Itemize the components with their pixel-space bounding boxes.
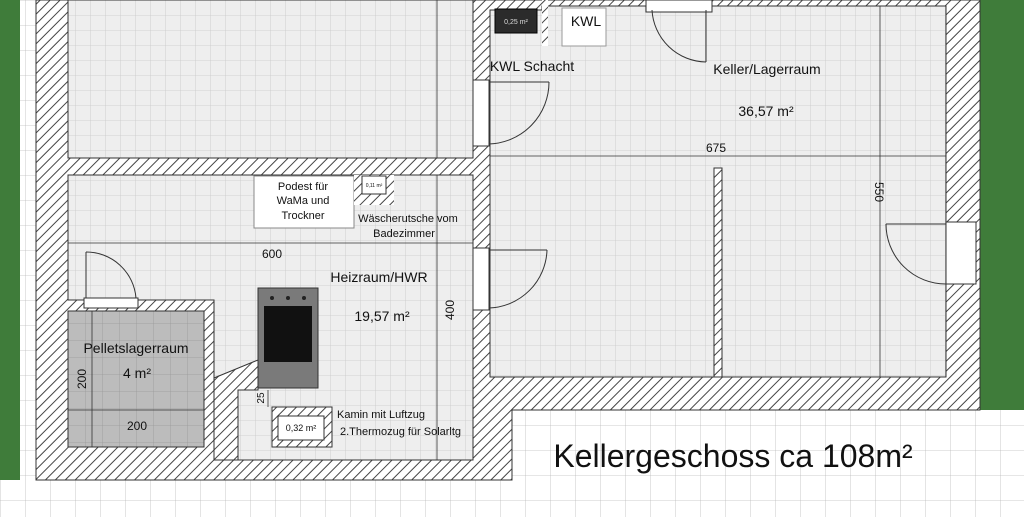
- boiler-icon: [257, 287, 319, 389]
- heiz-width-dim: 600: [262, 247, 282, 261]
- grass-area: [980, 0, 1024, 410]
- plan-title: Kellergeschoss ca 108m²: [553, 438, 913, 474]
- pellet-width-dim: 200: [127, 419, 147, 433]
- kwl-schacht-label: KWL Schacht: [490, 58, 574, 74]
- waesche-line-2: Badezimmer: [373, 228, 435, 240]
- kamin-line-2: 2.Thermozug für Solarltg: [340, 426, 461, 438]
- pellet-height-dim: 200: [75, 369, 89, 389]
- chimney-dim: 25: [256, 392, 267, 404]
- kamin-box-label: 0,32 m²: [286, 423, 317, 433]
- kwl-label: KWL: [571, 13, 602, 29]
- door-kwl-schacht[interactable]: [472, 79, 550, 147]
- keller-width-dim: 675: [706, 141, 726, 155]
- kamin-box: [277, 415, 325, 441]
- door-heizraum[interactable]: [472, 247, 548, 311]
- keller-name: Keller/Lagerraum: [713, 61, 820, 77]
- waesche-line-1: Wäscherutsche vom: [358, 213, 458, 225]
- wall-keller-divider: [713, 167, 723, 378]
- keller-height-dim: 550: [872, 182, 886, 202]
- podest-line-2: WaMa und: [277, 195, 330, 207]
- door-pellets[interactable]: [83, 251, 139, 309]
- pellets-area: 4 m²: [123, 365, 151, 381]
- pellets-name: Pelletslagerraum: [83, 340, 188, 356]
- floor-top-left: [67, 0, 474, 159]
- wall-kwl-divider: [542, 0, 548, 46]
- podest-line-1: Podest für: [278, 181, 328, 193]
- kwl-box: [494, 8, 538, 34]
- heiz-height-dim: 400: [443, 300, 457, 320]
- kwl-box-label: 0,25 m²: [504, 19, 528, 26]
- grass-left: [0, 0, 20, 480]
- door-outside[interactable]: [885, 221, 977, 285]
- chute-box-label: 0,11 m²: [366, 183, 383, 189]
- podest-box: [253, 175, 355, 229]
- chute-box: [361, 175, 387, 195]
- kwl-label-box: [561, 7, 607, 47]
- podest-line-3: Trockner: [282, 210, 325, 222]
- heizraum-area: 19,57 m²: [354, 308, 410, 324]
- keller-area: 36,57 m²: [738, 103, 794, 119]
- kamin-line-1: Kamin mit Luftzug: [337, 409, 425, 421]
- dimension-lines: [67, 0, 947, 461]
- door-top[interactable]: [645, 0, 713, 63]
- heizraum-name: Heizraum/HWR: [330, 269, 427, 285]
